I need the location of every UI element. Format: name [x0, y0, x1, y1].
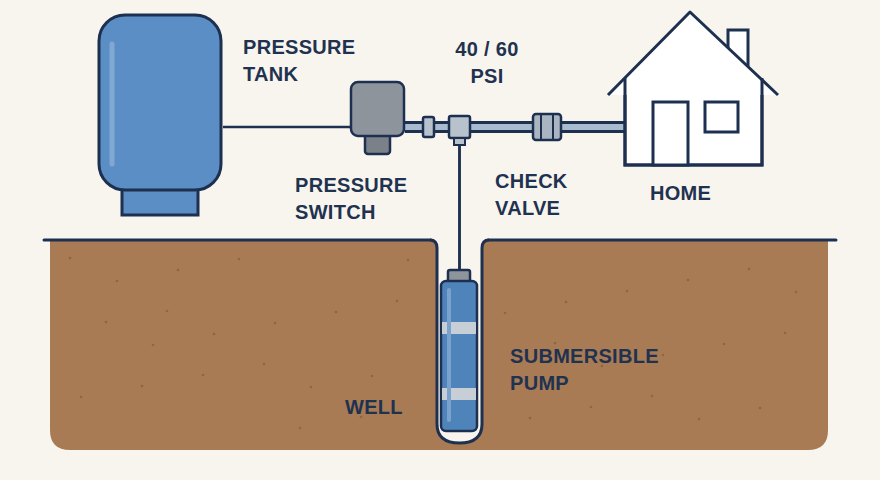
part-label: SUBMERSIBLE PUMP	[510, 343, 680, 397]
supply-line	[223, 126, 350, 129]
illustration-part	[99, 15, 221, 190]
illustration-part	[335, 311, 338, 314]
illustration-part	[152, 344, 155, 347]
water-pipe	[562, 121, 625, 133]
pressure-switch-shape	[350, 80, 405, 155]
illustration-part	[105, 321, 108, 324]
pipe-fill	[562, 124, 625, 130]
illustration-part	[274, 322, 277, 325]
illustration-part	[263, 363, 266, 366]
illustration-part	[447, 290, 451, 420]
illustration-part	[351, 82, 404, 136]
illustration-part	[141, 385, 144, 388]
illustration-part	[504, 312, 507, 315]
soil-texture	[69, 257, 798, 430]
submersible-pump: SUBMERSIBLE PUMP	[440, 270, 478, 435]
illustration-part	[590, 406, 593, 409]
illustration-part	[651, 395, 654, 398]
illustration-part	[441, 281, 477, 431]
illustration-part	[110, 44, 115, 164]
illustration-part	[653, 102, 688, 165]
illustration-part	[784, 332, 787, 335]
illustration-part	[759, 407, 762, 410]
part-label: HOME	[650, 180, 750, 207]
pressure-tank-shape	[98, 14, 223, 217]
illustration-part	[310, 386, 313, 389]
pipe-connector	[405, 127, 460, 270]
illustration-part	[625, 78, 762, 165]
pressure-tank: PRESSURE TANK	[98, 14, 223, 217]
illustration-part	[299, 427, 302, 430]
check-valve: CHECK VALVE	[532, 113, 562, 141]
supply-line	[405, 127, 460, 270]
illustration-part	[533, 114, 561, 140]
home-shape	[608, 10, 780, 166]
pipe-coupling	[423, 117, 434, 137]
illustration-part	[396, 300, 399, 303]
illustration-part	[407, 259, 410, 262]
ground-line	[44, 239, 431, 242]
illustration-part	[177, 269, 180, 272]
illustration-part	[541, 114, 553, 140]
home: HOME	[625, 10, 762, 166]
tee-branch	[454, 138, 465, 145]
tee-fitting	[449, 116, 470, 138]
illustration-part	[238, 258, 241, 261]
illustration-part	[116, 280, 119, 283]
illustration-part	[705, 102, 738, 132]
pressure-switch: PRESSURE SWITCH	[350, 80, 405, 155]
illustration-part	[554, 342, 557, 345]
illustration-part	[371, 375, 374, 378]
illustration-part	[213, 333, 216, 336]
part-label: CHECK VALVE	[495, 168, 595, 222]
illustration-part	[795, 291, 798, 294]
illustration-part	[608, 12, 778, 95]
illustration-part	[723, 343, 726, 346]
illustration-part	[625, 90, 762, 165]
ground-line	[488, 239, 836, 242]
ground-fill	[50, 240, 828, 450]
part-label: PRESSURE TANK	[243, 34, 373, 88]
well-shaft	[430, 240, 489, 443]
illustration-part	[202, 374, 205, 377]
pipe-connector	[223, 127, 350, 128]
illustration-part	[662, 354, 665, 357]
illustration-part	[687, 279, 690, 282]
illustration-part	[565, 301, 568, 304]
illustration-part	[529, 417, 532, 420]
check-valve-shape	[532, 113, 562, 141]
submersible-pump-shape	[440, 270, 478, 435]
illustration-part	[698, 418, 701, 421]
pressure-setting: 40 / 60 PSI	[445, 36, 529, 90]
pipe-connector	[562, 127, 625, 128]
illustration-part	[80, 396, 83, 399]
illustration-part	[748, 268, 751, 271]
illustration-part	[166, 310, 169, 313]
well-label: WELL	[345, 394, 425, 421]
illustration-part	[69, 257, 72, 260]
illustration-part	[626, 290, 629, 293]
part-label: PRESSURE SWITCH	[295, 172, 435, 226]
